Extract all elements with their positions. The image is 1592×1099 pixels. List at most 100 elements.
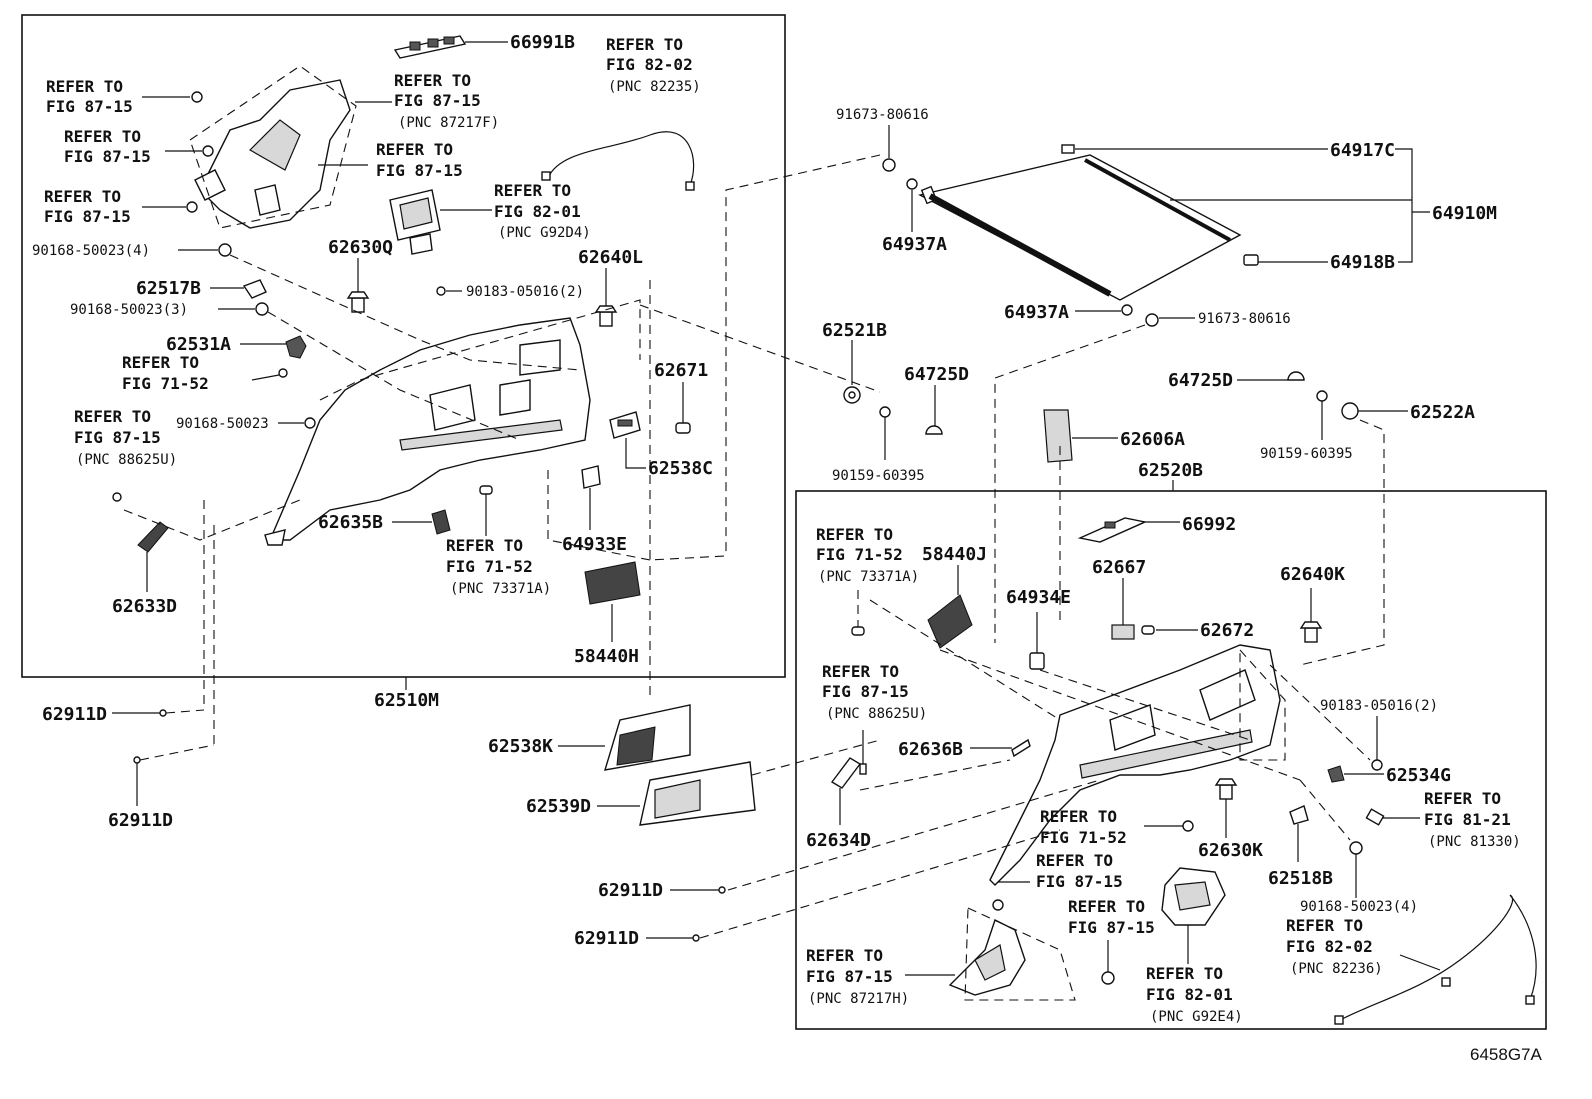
- ref-87-15-a: REFER TO FIG 87-15: [46, 77, 133, 116]
- part-62635B[interactable]: [431, 509, 451, 535]
- label-62630K: 62630K: [1198, 840, 1263, 861]
- screw-left-4[interactable]: [218, 243, 232, 257]
- label-62672: 62672: [1200, 620, 1254, 641]
- part-62671[interactable]: [675, 422, 691, 434]
- part-64918B[interactable]: [1243, 254, 1259, 266]
- svg-text:REFER TO: REFER TO: [122, 353, 199, 372]
- label-62517B: 62517B: [136, 278, 201, 299]
- screw-left-3[interactable]: [186, 201, 198, 213]
- ref-87-15-88625U-right: REFER TO FIG 87-15 (PNC 88625U): [822, 662, 927, 722]
- svg-text:(PNC 88625U): (PNC 88625U): [826, 706, 927, 722]
- screw-91673-upper[interactable]: [882, 158, 896, 172]
- svg-text:REFER TO: REFER TO: [806, 946, 883, 965]
- part-62517B-plate[interactable]: [242, 279, 267, 299]
- part-62630K-clip[interactable]: [1214, 778, 1238, 800]
- label-62630Q: 62630Q: [328, 237, 393, 258]
- part-62521B[interactable]: [843, 386, 861, 404]
- svg-text:FIG 71-52: FIG 71-52: [446, 557, 533, 576]
- screw-right-lower[interactable]: [1101, 971, 1115, 985]
- ref-71-52-73371A-right: REFER TO FIG 71-52 (PNC 73371A): [816, 525, 919, 585]
- part-64937A-lower[interactable]: [1121, 304, 1133, 316]
- screw-90159-left[interactable]: [879, 406, 891, 460]
- svg-text:FIG 71-52: FIG 71-52: [816, 545, 903, 564]
- pin-88625U-right[interactable]: [859, 763, 867, 775]
- svg-text:FIG 87-15: FIG 87-15: [46, 97, 133, 116]
- ref-87-15-d: REFER TO FIG 87-15: [376, 140, 463, 180]
- label-90183-left: 90183-05016(2): [466, 284, 584, 300]
- screw-91673-lower[interactable]: [1145, 313, 1159, 327]
- pin-88625U-left[interactable]: [112, 492, 122, 502]
- svg-text:REFER TO: REFER TO: [1286, 916, 1363, 935]
- ref-82-01-G92E4: REFER TO FIG 82-01 (PNC G92E4): [1146, 964, 1243, 1025]
- part-64937A-upper[interactable]: [906, 178, 918, 190]
- svg-text:FIG 82-01: FIG 82-01: [1146, 985, 1233, 1004]
- part-64725D-left[interactable]: [925, 425, 943, 435]
- label-66991B: 66991B: [510, 32, 575, 53]
- svg-text:(PNC 81330): (PNC 81330): [1428, 834, 1521, 850]
- screw-left-1[interactable]: [191, 91, 203, 103]
- part-62606A[interactable]: [1043, 409, 1073, 463]
- label-64917C: 64917C: [1330, 140, 1395, 161]
- svg-text:FIG 71-52: FIG 71-52: [122, 374, 209, 393]
- part-62538C[interactable]: [609, 411, 641, 439]
- svg-text:REFER TO: REFER TO: [1068, 897, 1145, 916]
- svg-text:(PNC 87217F): (PNC 87217F): [398, 115, 499, 131]
- svg-text:REFER TO: REFER TO: [822, 662, 899, 681]
- ref-81-21-81330: REFER TO FIG 81-21 (PNC 81330): [1424, 789, 1521, 850]
- svg-text:FIG 81-21: FIG 81-21: [1424, 810, 1511, 829]
- svg-text:REFER TO: REFER TO: [394, 71, 471, 90]
- ref-71-52-a: REFER TO FIG 71-52: [122, 353, 209, 393]
- nut-90183-left[interactable]: [436, 286, 446, 296]
- part-64917C[interactable]: [1061, 144, 1075, 154]
- part-62538K[interactable]: [604, 704, 691, 771]
- part-62633D[interactable]: [137, 521, 169, 553]
- label-62640K: 62640K: [1280, 564, 1345, 585]
- part-66991B-bezel[interactable]: [393, 35, 467, 59]
- clip-71-52-right[interactable]: [851, 626, 865, 636]
- svg-text:FIG 82-01: FIG 82-01: [494, 202, 581, 221]
- part-58440H-grille[interactable]: [584, 561, 641, 605]
- part-64725D-right[interactable]: [1287, 371, 1305, 381]
- part-62539D[interactable]: [639, 761, 756, 826]
- part-62518B[interactable]: [1289, 805, 1309, 825]
- clip-71-52-left[interactable]: [479, 485, 493, 495]
- nut-90183-right[interactable]: [1371, 759, 1383, 771]
- part-62531A-hook[interactable]: [285, 335, 307, 359]
- screw-90168-right[interactable]: [1349, 841, 1363, 855]
- part-62640L-clip[interactable]: [594, 305, 618, 327]
- part-62636B[interactable]: [1011, 738, 1031, 758]
- part-66992[interactable]: [1077, 517, 1148, 543]
- screw-left-2[interactable]: [202, 145, 214, 157]
- part-62640K-clip[interactable]: [1299, 621, 1323, 643]
- screw-left-6[interactable]: [304, 417, 316, 429]
- part-62630Q-clip[interactable]: [346, 291, 370, 313]
- part-62522A[interactable]: [1341, 402, 1359, 420]
- label-90168-right: 90168-50023(4): [1300, 899, 1418, 915]
- screw-90159-right[interactable]: [1316, 390, 1328, 440]
- clip-71-52-lower-right[interactable]: [1182, 820, 1194, 832]
- svg-text:REFER TO: REFER TO: [446, 536, 523, 555]
- screw-left-5[interactable]: [255, 302, 269, 316]
- part-62672[interactable]: [1141, 625, 1155, 635]
- svg-text:(PNC 73371A): (PNC 73371A): [818, 569, 919, 585]
- svg-text:FIG 87-15: FIG 87-15: [394, 91, 481, 110]
- screw-right-upper[interactable]: [992, 899, 1004, 911]
- label-64933E: 64933E: [562, 534, 627, 555]
- part-62534G[interactable]: [1327, 765, 1345, 783]
- ref-82-02-82235: REFER TO FIG 82-02 (PNC 82235): [606, 35, 701, 95]
- part-58440J-grille[interactable]: [927, 594, 973, 649]
- label-64910M: 64910M: [1432, 203, 1497, 224]
- diagram-code: 6458G7A: [1470, 1045, 1542, 1064]
- washer-left[interactable]: [278, 368, 288, 378]
- part-64933E[interactable]: [581, 465, 601, 489]
- part-64934E[interactable]: [1029, 652, 1045, 670]
- svg-text:REFER TO: REFER TO: [816, 525, 893, 544]
- part-81330-connector[interactable]: [1365, 808, 1385, 826]
- ref-87-15-87217F: REFER TO FIG 87-15 (PNC 87217F): [394, 71, 499, 131]
- svg-text:(PNC 73371A): (PNC 73371A): [450, 581, 551, 597]
- label-62911D-a: 62911D: [42, 704, 107, 725]
- part-62634D[interactable]: [830, 757, 862, 789]
- part-62667[interactable]: [1111, 624, 1135, 640]
- svg-text:REFER TO: REFER TO: [1146, 964, 1223, 983]
- svg-text:FIG 82-02: FIG 82-02: [1286, 937, 1373, 956]
